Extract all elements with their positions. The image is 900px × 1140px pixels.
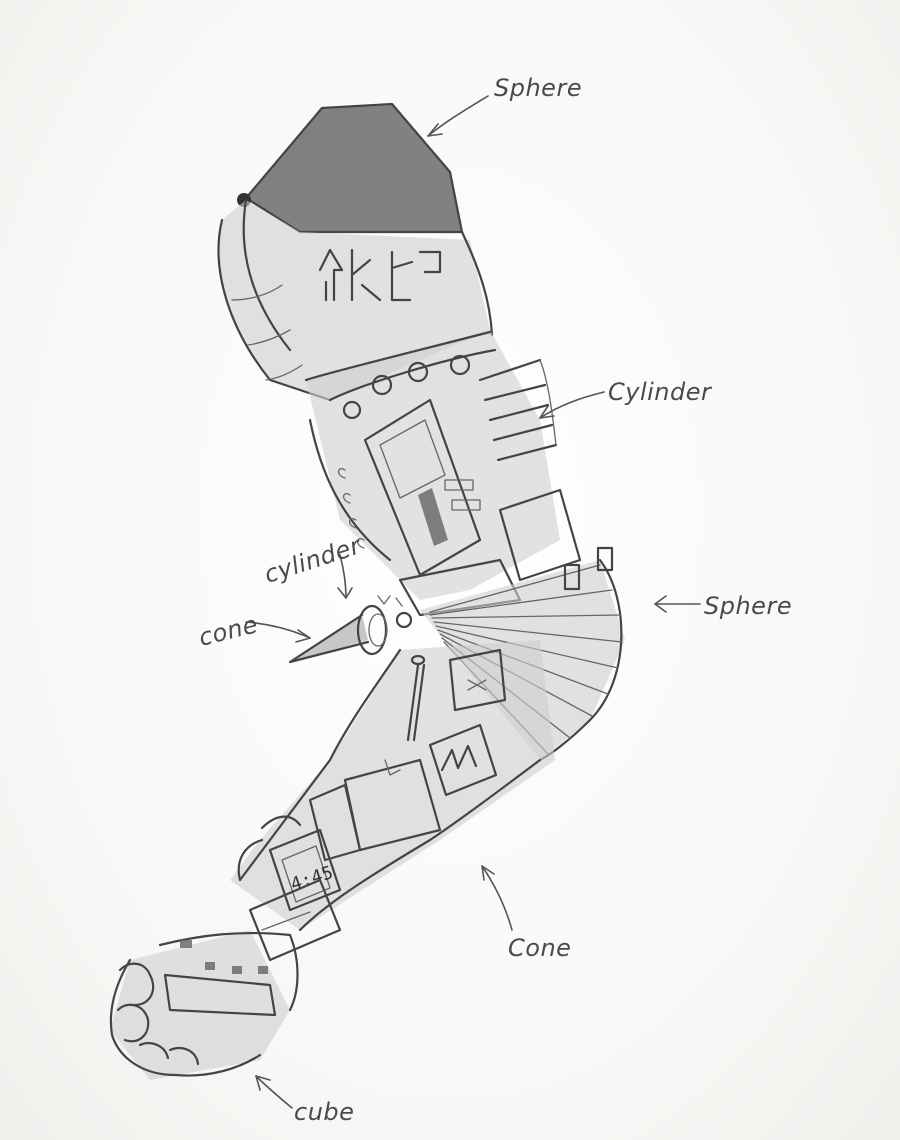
elbow-bracket xyxy=(563,563,581,591)
fist-rivet xyxy=(258,966,268,974)
bolt xyxy=(449,354,471,376)
label-spike-cylinder: cylinder xyxy=(261,531,366,589)
elbow-bracket xyxy=(596,546,614,572)
arrow-forearm xyxy=(481,865,513,931)
arrow-spike-collar xyxy=(339,554,347,599)
forearm-emblem xyxy=(428,723,498,797)
label-shoulder-sphere: Sphere xyxy=(494,74,582,102)
fist-rivet xyxy=(232,966,242,974)
fist-cube xyxy=(109,930,299,1080)
spike-assembly xyxy=(288,595,413,664)
bolt xyxy=(407,361,429,383)
arrow-upper-arm xyxy=(539,391,605,419)
spike-collar xyxy=(356,604,388,656)
fist-rivet xyxy=(205,962,215,970)
label-forearm-cone: Cone xyxy=(508,934,571,962)
fist-rivet xyxy=(180,940,192,948)
control-panel xyxy=(363,398,482,577)
label-upper-arm-cylinder: Cylinder xyxy=(608,378,713,406)
label-fist-cube: cube xyxy=(294,1098,354,1126)
shoulder-plate xyxy=(237,102,464,234)
label-spike-cone: cone xyxy=(196,610,261,652)
annotation-arrows xyxy=(245,95,701,1109)
arrow-shoulder xyxy=(427,95,489,137)
bolt xyxy=(342,400,362,420)
bolt xyxy=(371,374,393,396)
forearm-display xyxy=(268,828,342,912)
forearm-cone: 4:45 xyxy=(230,640,555,962)
arrow-spike xyxy=(245,621,311,639)
label-elbow-sphere: Sphere xyxy=(704,592,792,620)
upper-arm-cylinder xyxy=(304,330,582,617)
arrow-fist xyxy=(255,1075,293,1109)
